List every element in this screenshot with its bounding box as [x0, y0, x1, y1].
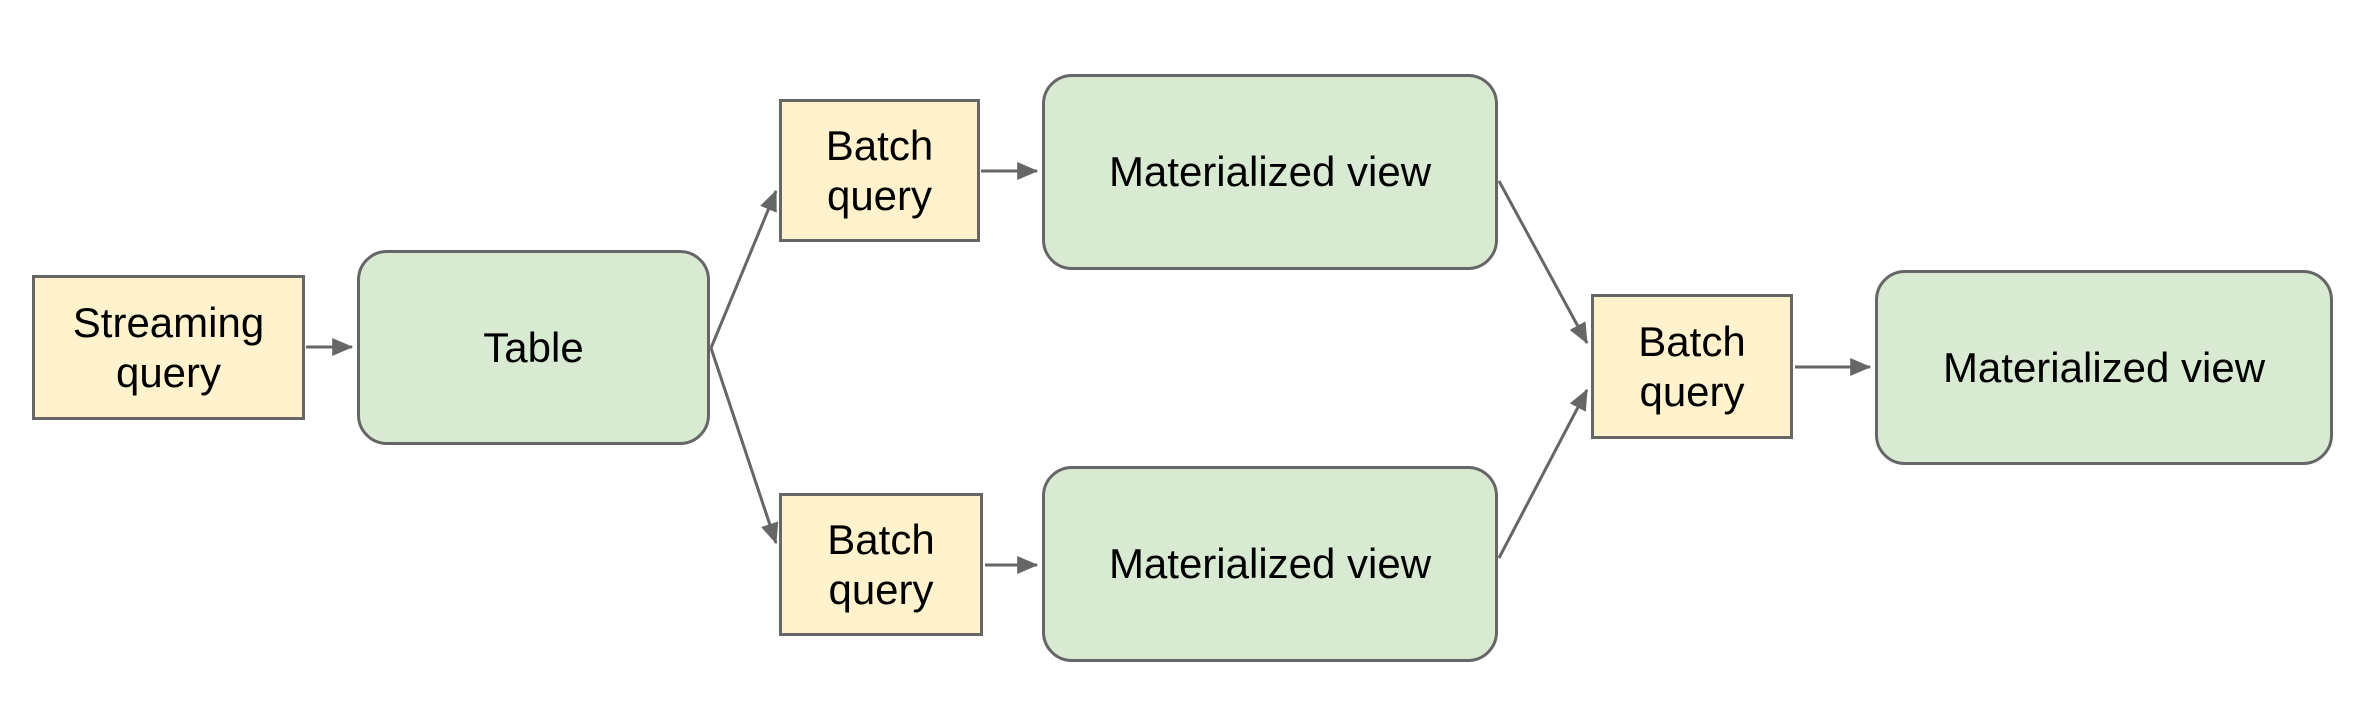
node-batch-query-bottom-label: Batch query	[827, 515, 935, 613]
node-materialized-view-bottom: Materialized view	[1042, 466, 1498, 662]
node-materialized-view-final: Materialized view	[1875, 270, 2333, 465]
node-streaming-query: Streaming query	[32, 275, 305, 420]
node-materialized-view-bottom-label: Materialized view	[1108, 540, 1432, 588]
node-batch-query-right-label: Batch query	[1638, 317, 1746, 415]
node-batch-query-top: Batch query	[779, 99, 980, 242]
node-table-label: Table	[483, 323, 584, 371]
node-streaming-query-label: Streaming query	[72, 298, 265, 396]
edge-table-to-batch-top	[709, 189, 778, 349]
edge-mv-bottom-to-batch-right	[1497, 388, 1589, 559]
edge-mv-top-to-batch-right	[1497, 180, 1589, 345]
node-materialized-view-final-label: Materialized view	[1942, 343, 2266, 391]
node-batch-query-top-label: Batch query	[825, 121, 934, 219]
node-table: Table	[357, 250, 710, 445]
node-materialized-view-top-label: Materialized view	[1108, 148, 1432, 196]
edge-table-to-batch-bottom	[709, 347, 779, 545]
node-batch-query-bottom: Batch query	[779, 493, 983, 636]
node-batch-query-right: Batch query	[1591, 294, 1793, 439]
node-materialized-view-top: Materialized view	[1042, 74, 1498, 270]
